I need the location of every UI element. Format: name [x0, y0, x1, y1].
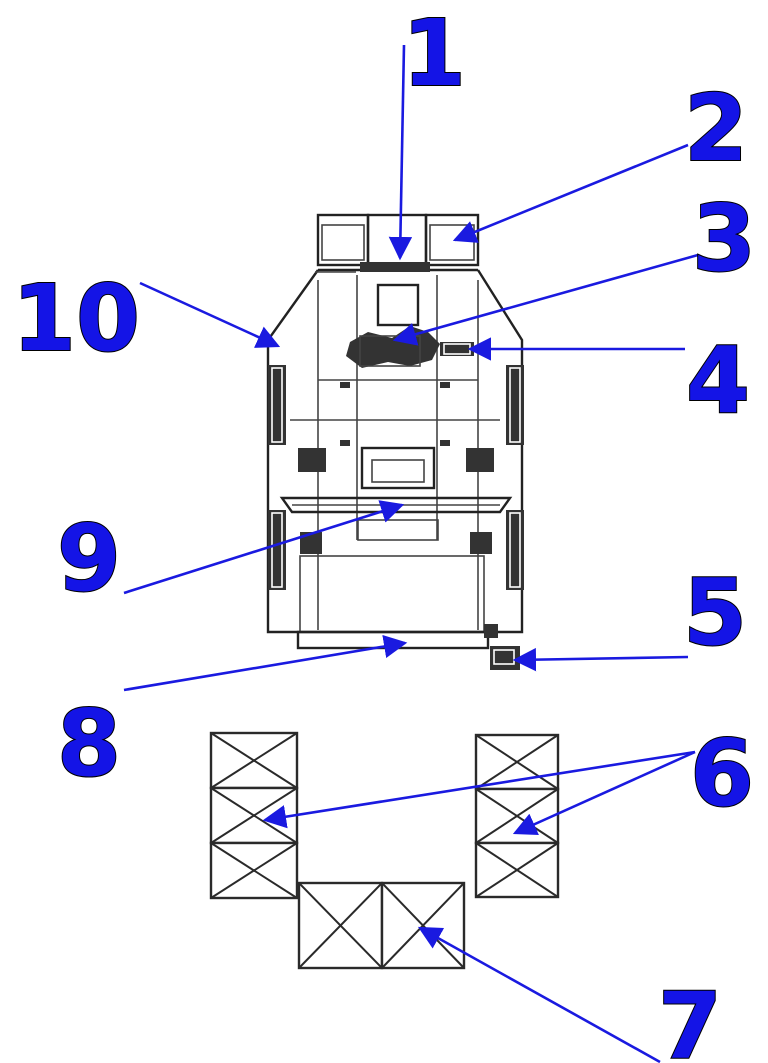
leader-9: [123, 500, 405, 595]
box-bottom-2: [380, 881, 466, 970]
box-right-3: [474, 841, 560, 899]
leader-7: [417, 926, 661, 1063]
leader-3: [392, 253, 699, 346]
callout-7: 7: [658, 973, 722, 1063]
leader-6a: [262, 750, 696, 829]
callout-10: 10: [12, 265, 140, 372]
leader-10: [139, 281, 281, 348]
callout-8: 8: [57, 690, 121, 797]
leader-5: [512, 647, 689, 672]
box-left-3: [209, 841, 299, 900]
callout-5: 5: [683, 559, 747, 666]
callout-labels: 1 2 3 4 5 6 7 8 9 10: [11, 0, 757, 1063]
callout-2: 2: [684, 75, 748, 182]
callout-3: 3: [692, 185, 756, 292]
storage-boxes: [209, 731, 560, 970]
leader-lines: [123, 44, 699, 1063]
leader-2: [452, 143, 689, 243]
callout-9: 9: [57, 505, 121, 612]
box-left-2: [209, 786, 299, 845]
box-bottom-1: [297, 881, 384, 970]
callout-1: 1: [402, 0, 466, 107]
callout-6: 6: [690, 720, 754, 827]
box-right-2: [474, 787, 560, 845]
callout-4: 4: [686, 327, 750, 434]
box-left-1: [209, 731, 299, 790]
leader-6b: [512, 750, 696, 836]
leader-8: [123, 634, 408, 692]
leader-1: [388, 44, 413, 261]
machine-drawing: [266, 213, 524, 670]
